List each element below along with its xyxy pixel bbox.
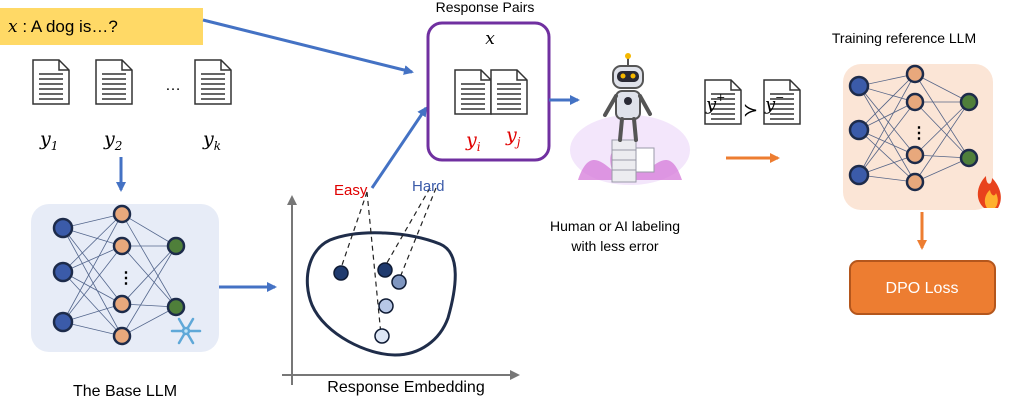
- labeling-line-1: Human or AI labeling: [550, 218, 680, 234]
- embedding-point: [377, 262, 393, 278]
- hard-leader-2: [398, 187, 437, 281]
- preference-operator: ≻: [743, 100, 758, 120]
- easy-leader-2: [366, 191, 382, 336]
- prompt-box: x : A dog is…?: [0, 8, 203, 45]
- training-hidden-dots: ⋮: [911, 125, 927, 142]
- response-label-1: y1: [39, 128, 58, 153]
- response-pairs-border: [426, 21, 551, 162]
- preference-pair: y+ ≻ y−: [704, 79, 801, 125]
- base-input-node: [52, 261, 74, 283]
- embedding-xlabel: Response Embedding: [327, 379, 484, 396]
- embedding-point: [374, 328, 390, 344]
- easy-label: Easy: [334, 182, 368, 199]
- dpo-loss-bg: [849, 260, 996, 315]
- hard-leader-1: [383, 187, 431, 269]
- dpo-loss-label: DPO Loss: [886, 280, 959, 297]
- base-hidden-node: [112, 236, 132, 256]
- pair-yj-label: yj: [505, 124, 521, 149]
- base-hidden-dots: ⋮: [118, 270, 134, 287]
- training-output-node: [959, 148, 979, 168]
- easy-leader-1: [339, 191, 368, 272]
- embedding-point: [333, 265, 349, 281]
- training-hidden-node: [905, 64, 925, 84]
- embedding-cluster-boundary: [305, 231, 457, 357]
- training-llm-panel: ⋮: [843, 64, 1001, 210]
- training-llm-edges: [858, 73, 970, 183]
- embedding-plot: Easy Hard Response Embedding: [282, 178, 520, 396]
- response-pairs-box: x yi yj: [426, 21, 551, 162]
- prompt-text: x : A dog is…?: [8, 17, 118, 37]
- base-hidden-node: [112, 294, 132, 314]
- base-output-node: [166, 297, 186, 317]
- training-llm-bg: [843, 64, 993, 210]
- response-pairs-title: Response Pairs: [436, 0, 535, 15]
- base-input-node: [52, 217, 74, 239]
- training-llm-title: Training reference LLM: [832, 30, 976, 46]
- document-icon: [194, 59, 232, 105]
- robot-paper-stack: [611, 139, 637, 183]
- rejected-response-label: y−: [764, 91, 784, 115]
- base-output-node: [166, 236, 186, 256]
- base-hidden-node: [112, 326, 132, 346]
- training-hidden-node: [905, 172, 925, 192]
- pair-yi-label: yi: [465, 129, 481, 154]
- responses-ellipsis: …: [165, 77, 181, 94]
- embedding-point: [391, 274, 407, 290]
- training-output-node: [959, 92, 979, 112]
- base-llm-label: The Base LLM: [73, 383, 177, 400]
- snowflake-icon: [170, 317, 202, 345]
- prompt-box-bg: [0, 8, 203, 45]
- labeling-line-2: with less error: [570, 238, 658, 254]
- training-input-node: [848, 164, 870, 186]
- robot-held-paper: [635, 147, 655, 173]
- hard-label: Hard: [412, 178, 445, 195]
- robot-icon: [570, 53, 690, 185]
- response-label-k: yk: [202, 128, 221, 153]
- response-documents: … y1 y2 yk: [32, 59, 232, 153]
- pairs-x-label: x: [485, 29, 495, 49]
- arrow-prompt-to-pairs: [202, 18, 414, 75]
- training-hidden-node: [905, 92, 925, 112]
- arrow-easy-to-pairs: [370, 106, 428, 189]
- training-hidden-node: [905, 145, 925, 165]
- document-icon: [95, 59, 133, 105]
- preferred-response-label: y+: [705, 91, 725, 115]
- training-input-node: [848, 119, 870, 141]
- robot-petals: [578, 150, 682, 180]
- document-icon: [490, 69, 528, 115]
- training-input-node: [848, 75, 870, 97]
- base-input-node: [52, 311, 74, 333]
- document-icon: [32, 59, 70, 105]
- fire-icon: [977, 176, 1001, 208]
- base-hidden-node: [112, 204, 132, 224]
- embedding-point: [378, 298, 394, 314]
- response-label-2: y2: [103, 128, 122, 153]
- document-icon: [454, 69, 492, 115]
- dpo-loss-box: DPO Loss: [849, 260, 996, 315]
- base-llm-panel: ⋮: [31, 204, 219, 352]
